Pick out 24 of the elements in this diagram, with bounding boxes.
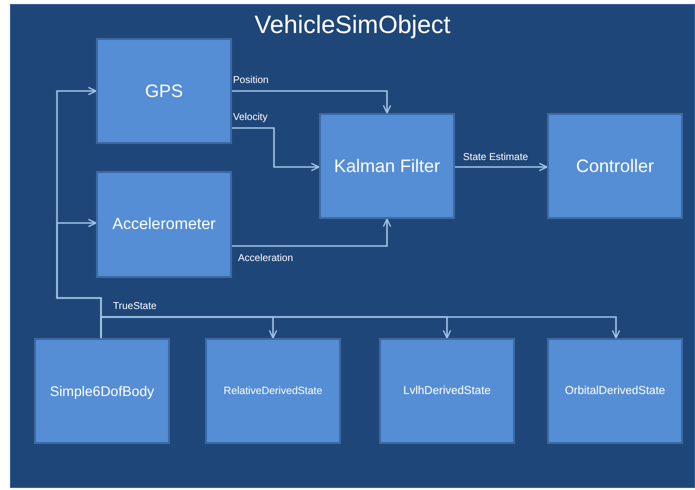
block-label: OrbitalDerivedState: [564, 385, 666, 397]
block-label: RelativeDerivedState: [224, 385, 322, 397]
block-box: [34, 338, 170, 444]
block-label: Controller: [576, 156, 654, 176]
arrow: [232, 218, 392, 247]
block-box: [547, 338, 683, 444]
block-label: Simple6DofBody: [50, 383, 154, 399]
block-box: [205, 338, 341, 444]
block-label: Accelerometer: [112, 216, 216, 234]
arrow: [455, 162, 548, 172]
block-label: GPS: [144, 80, 183, 102]
block-box: [547, 113, 683, 219]
system-panel: [10, 4, 695, 488]
edge-label: Velocity: [232, 112, 268, 124]
arrow: [100, 316, 620, 339]
block-label: Kalman Filter: [334, 156, 440, 176]
arrow: [232, 127, 320, 172]
block-box: [96, 38, 232, 144]
block-box: [96, 171, 232, 278]
arrow: [232, 90, 392, 114]
block-label: LvlhDerivedState: [403, 385, 491, 397]
block-box: [379, 338, 515, 444]
block-box: [319, 113, 455, 219]
panel-title: VehicleSimObject: [254, 11, 450, 40]
